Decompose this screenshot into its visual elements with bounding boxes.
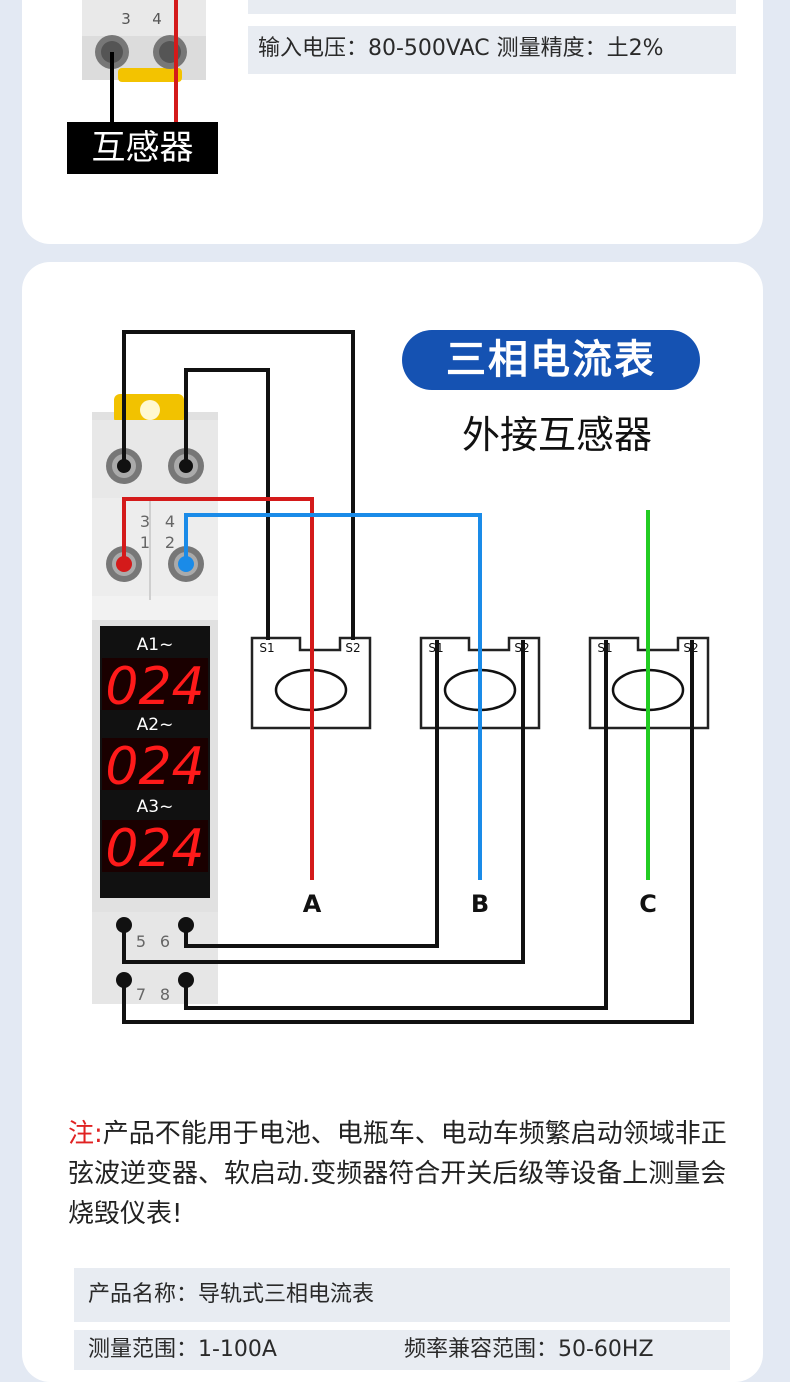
wiring-diagram: 3 4 1 2 5 6 7 8 A1~ 024 A2~ 024 A3~ 024 …	[92, 330, 710, 1024]
terminal-6: 6	[160, 932, 170, 951]
transformer-label: 互感器	[67, 122, 218, 174]
display-2-value: 024	[105, 737, 204, 797]
terminal-7: 7	[136, 985, 146, 1004]
warning-note: 注:产品不能用于电池、电瓶车、电动车频繁启动领域非正弦波逆变器、软启动.变频器符…	[68, 1114, 728, 1234]
note-mark: 注:	[68, 1119, 103, 1149]
note-text: 产品不能用于电池、电瓶车、电动车频繁启动领域非正弦波逆变器、软启动.变频器符合开…	[68, 1119, 727, 1229]
display-1-label: A1~	[137, 635, 174, 655]
spec-product-name: 产品名称：导轨式三相电流表	[88, 1282, 375, 1307]
terminal-3: 3	[140, 512, 150, 531]
phase-a-label: A	[303, 890, 322, 918]
phase-a-wire	[122, 497, 314, 880]
spec-row-product-name: 产品名称：导轨式三相电流表	[74, 1268, 730, 1322]
phase-c-label: C	[639, 890, 657, 918]
top-terminal-4: 4	[152, 10, 162, 28]
black-wires	[122, 330, 694, 1024]
display-3: A3~ 024	[102, 797, 208, 879]
phase-b-label: B	[471, 890, 489, 918]
display-1: A1~ 024	[102, 635, 208, 717]
display-2: A2~ 024	[102, 715, 208, 797]
display-3-value: 024	[105, 819, 204, 879]
terminal-8: 8	[160, 985, 170, 1004]
terminal-5: 5	[136, 932, 146, 951]
top-terminal-3: 3	[121, 10, 131, 28]
terminal-2: 2	[165, 533, 175, 552]
terminal-1: 1	[140, 533, 150, 552]
phase-b-wire	[184, 513, 482, 880]
spec-frequency: 频率兼容范围：50-60HZ	[404, 1337, 654, 1362]
terminal-4: 4	[165, 512, 175, 531]
spec-row-voltage: 输入电压：80-500VAC 测量精度：土2%	[248, 26, 736, 74]
display-1-value: 024	[105, 657, 204, 717]
top-meter-fragment: 3 4	[82, 0, 206, 122]
spec-row-range: 测量范围：1-100A 频率兼容范围：50-60HZ	[74, 1330, 730, 1370]
display-2-label: A2~	[137, 715, 174, 735]
ct1-s2: S2	[345, 641, 360, 655]
display-3-label: A3~	[137, 797, 174, 817]
spec-row-top-partial	[248, 0, 736, 14]
subtitle: 外接互感器	[461, 413, 652, 457]
spec-voltage-text: 输入电压：80-500VAC 测量精度：土2%	[258, 36, 664, 61]
ct1-s1: S1	[259, 641, 274, 655]
title-pill: 三相电流表	[402, 330, 700, 390]
spec-measure-range: 测量范围：1-100A	[88, 1337, 277, 1362]
